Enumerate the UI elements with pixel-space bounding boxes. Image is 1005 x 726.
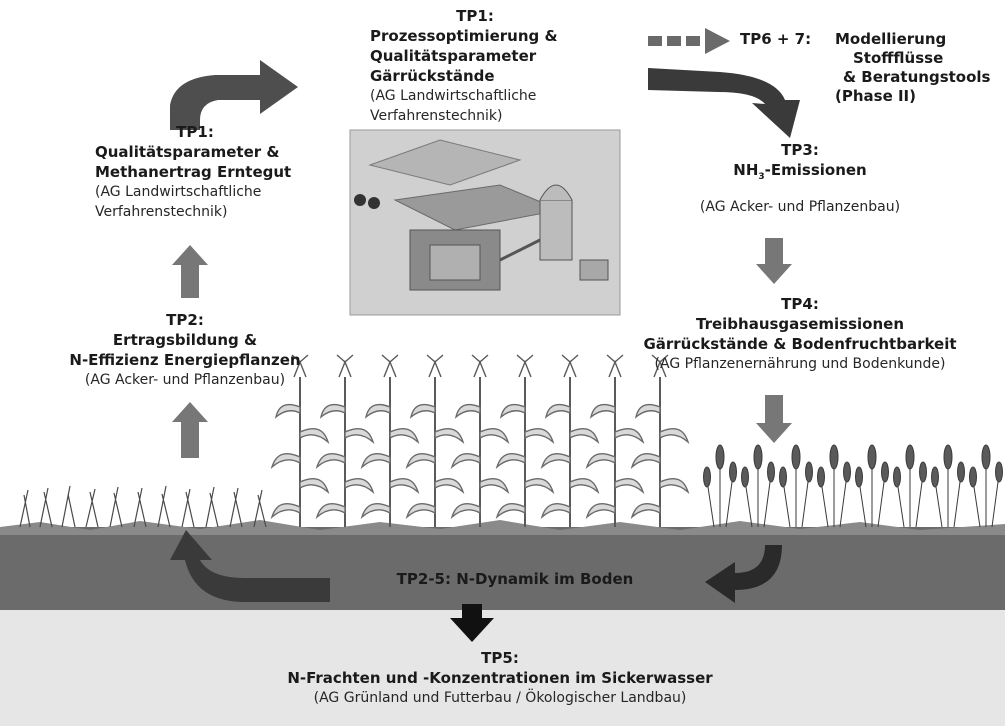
- tp2-line1: Ertragsbildung &: [112, 331, 258, 349]
- tp1-process-line2: Qualitätsparameter: [370, 47, 537, 65]
- tp67-text: Modellierung Stoffflüsse & Beratungstool…: [835, 30, 990, 106]
- tp1-quality-line1: Qualitätsparameter &: [95, 143, 280, 161]
- tp2-group: (AG Acker- und Pflanzenbau): [84, 372, 286, 388]
- tp2-line2: N-Effizienz Energiepflanzen: [69, 351, 301, 369]
- tp1-process-title: TP1:: [456, 7, 494, 25]
- tp5-block: TP5: N-Frachten und -Konzentrationen im …: [200, 648, 800, 708]
- tp4-line2: Gärrückstände & Bodenfruchtbarkeit: [643, 335, 957, 353]
- tp1-process-line1: Prozessoptimierung &: [370, 27, 558, 45]
- tp4-title: TP4:: [781, 295, 819, 313]
- tp1-process-group1: (AG Landwirtschaftliche: [370, 88, 537, 104]
- tp4-group: (AG Pflanzenernährung und Bodenkunde): [654, 356, 946, 372]
- tp3-block: TP3: NH3-Emissionen (AG Acker- und Pflan…: [670, 140, 930, 217]
- grass-illustration: [19, 485, 267, 528]
- tp1-quality-line2: Methanertrag Erntegut: [95, 163, 292, 181]
- tp1-quality-block: TP1: Qualitätsparameter & Methanertrag E…: [95, 122, 315, 222]
- tp67-title: TP6 + 7:: [740, 30, 812, 48]
- arrow-soil-left: [170, 530, 330, 602]
- tp1-quality-group1: (AG Landwirtschaftliche: [95, 184, 262, 200]
- tp3-title: NH3-Emissionen: [670, 160, 930, 187]
- arrow-curved-right: [648, 68, 800, 138]
- tp3-group: (AG Acker- und Pflanzenbau): [699, 199, 901, 215]
- tp4-block: TP4: Treibhausgasemissionen Gärrückständ…: [600, 294, 1000, 374]
- arrow-curved-top: [170, 60, 298, 130]
- groundwater-layer: [0, 610, 1005, 726]
- tp67-line2: Stoffflüsse: [853, 49, 944, 67]
- tp1-process-line3: Gärrückstände: [370, 67, 495, 85]
- tp1-quality-title: TP1:: [176, 123, 214, 141]
- tp4-line1: Treibhausgasemissionen: [695, 315, 904, 333]
- tp5-line1: N-Frachten und -Konzentrationen im Sicke…: [287, 669, 713, 687]
- arrow-soil-right: [705, 545, 782, 603]
- soil-surface: [0, 520, 1005, 535]
- arrow-up-grass-tp2: [172, 402, 208, 458]
- tp3-title-main: NH: [733, 161, 759, 179]
- tp1-process-block: TP1: Prozessoptimierung & Qualitätsparam…: [370, 6, 620, 126]
- tp2-title: TP2:: [166, 311, 204, 329]
- tp5-group: (AG Grünland und Futterbau / Ökologische…: [313, 690, 687, 706]
- soil-label: TP2-5: N-Dynamik im Boden: [396, 570, 634, 588]
- tp67-block: TP6 + 7:: [740, 30, 811, 49]
- tp67-line4: (Phase II): [835, 87, 916, 105]
- tp3-title-rest: -Emissionen: [764, 161, 867, 179]
- arrow-dashed: [648, 28, 730, 54]
- tp1-process-group2: Verfahrenstechnik): [370, 108, 503, 124]
- tp67-line1: Modellierung: [835, 30, 947, 48]
- tp3-label: TP3:: [781, 141, 819, 159]
- tp67-line3: & Beratungstools: [843, 68, 991, 86]
- tp3-title-sub: 3: [758, 172, 765, 182]
- soil-layer: [0, 527, 1005, 610]
- arrow-down-tp4-cereal: [756, 395, 792, 443]
- tp5-title: TP5:: [481, 649, 519, 667]
- tp1-quality-group2: Verfahrenstechnik): [95, 204, 228, 220]
- tp2-block: TP2: Ertragsbildung & N-Effizienz Energi…: [30, 310, 340, 390]
- arrow-down-tp5: [450, 604, 494, 642]
- biogas-plant-illustration: [349, 129, 621, 316]
- arrow-down-tp3-tp4: [756, 238, 792, 284]
- arrow-up-tp2-tp1: [172, 245, 208, 298]
